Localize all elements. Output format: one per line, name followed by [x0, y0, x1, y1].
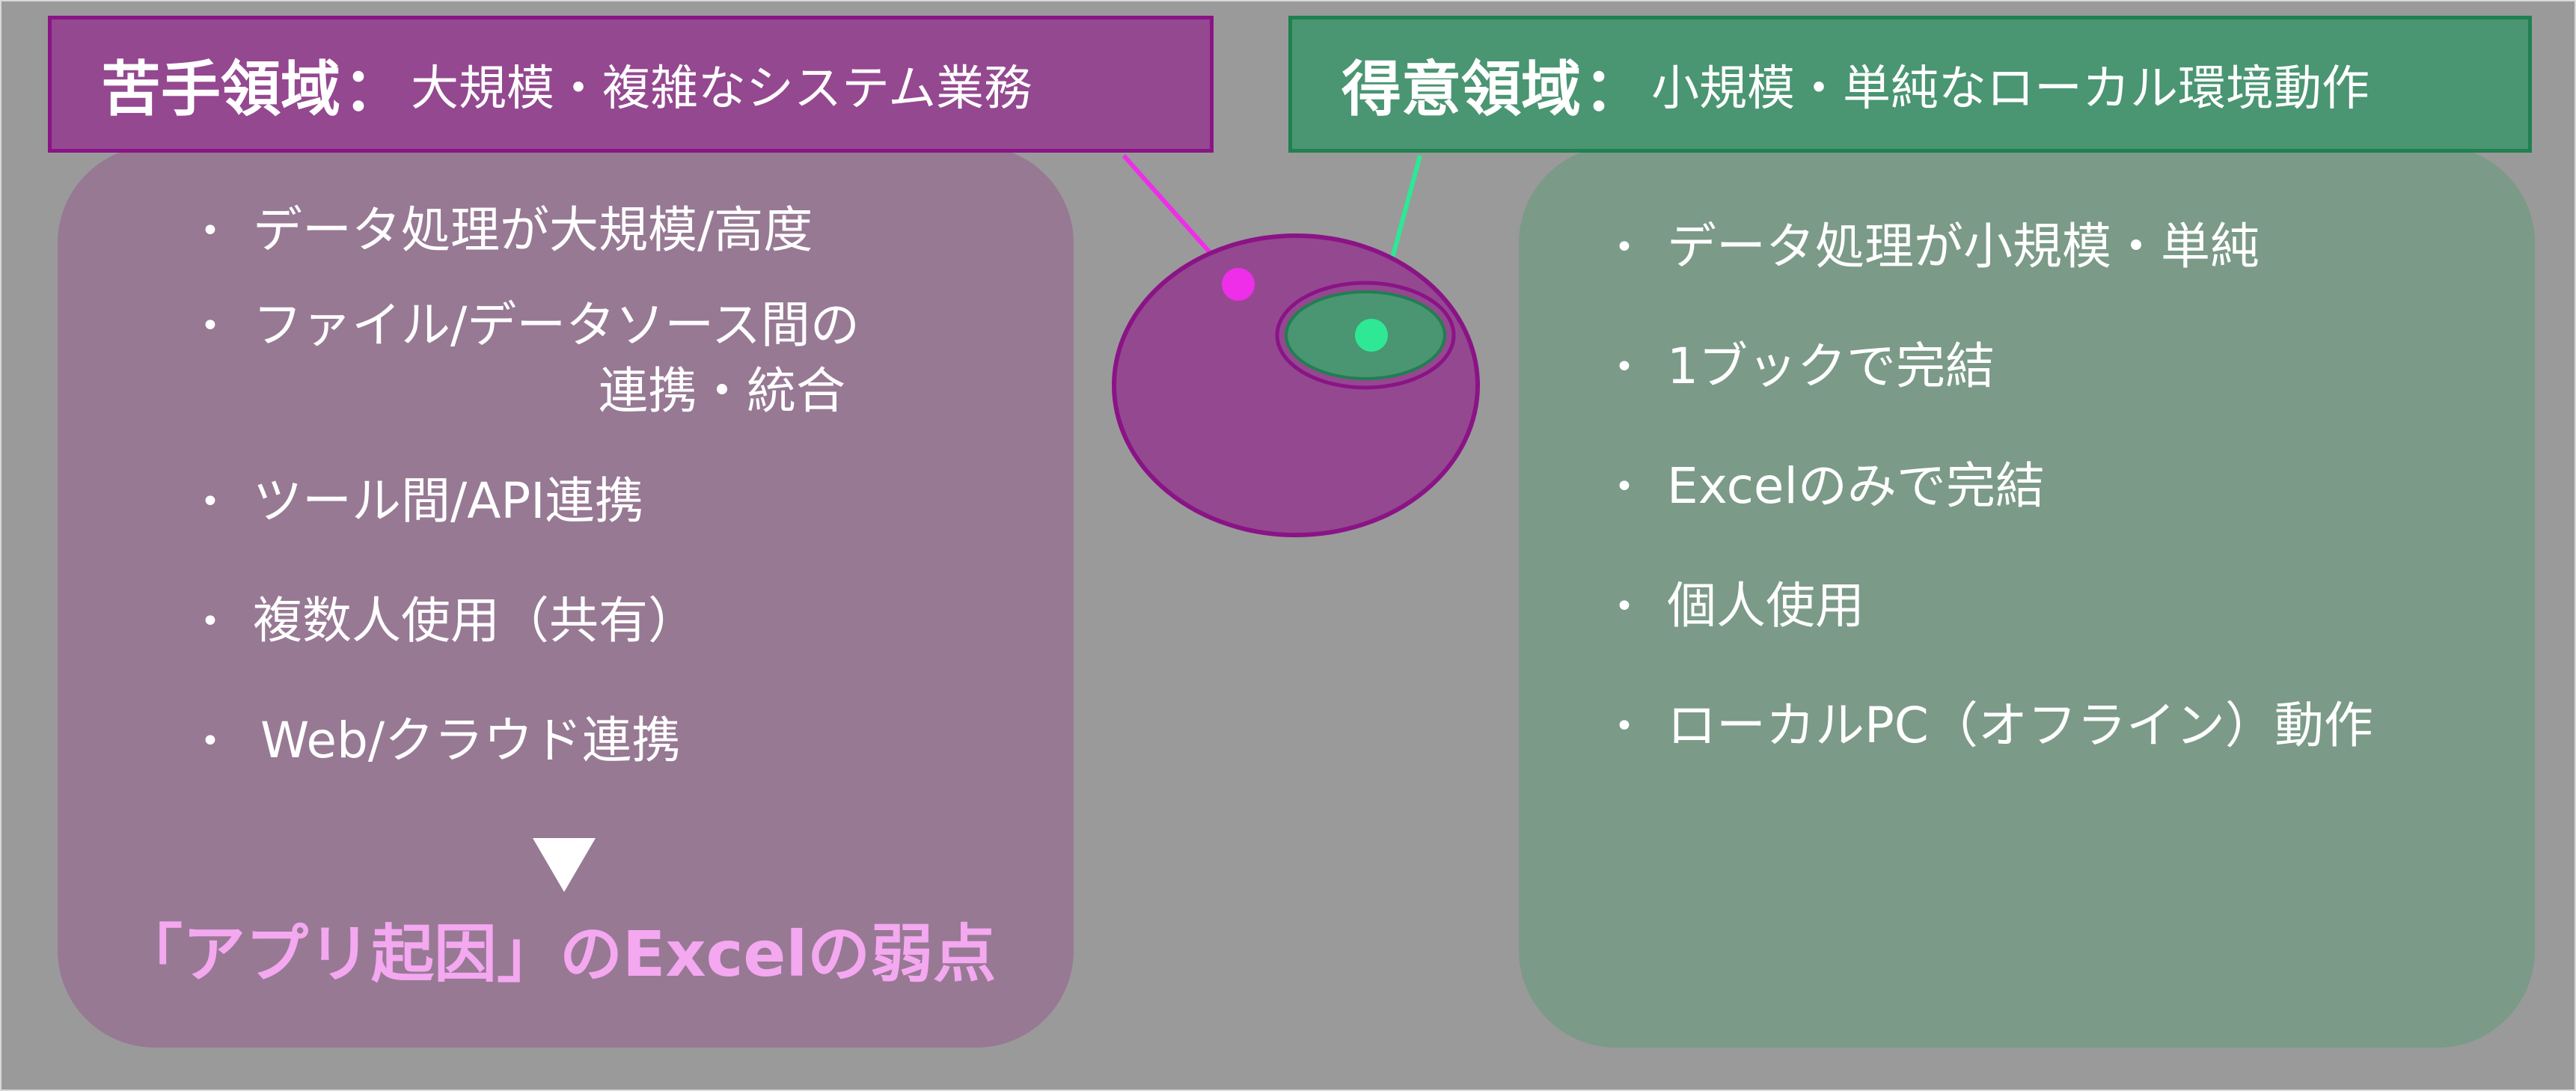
weak-area-conclusion: 「アプリ起因」のExcelの弱点	[120, 917, 997, 991]
large-scale-ellipse	[1112, 233, 1480, 537]
weak-item-2-continued: 連携・統合	[599, 362, 845, 420]
weak-item-2: ファイル/データソース間の	[253, 296, 860, 354]
weak-area-header: 苦手領域 ： 大規模・複雑なシステム業務	[48, 16, 1214, 153]
weak-item-5: Web/クラウド連携	[260, 712, 682, 769]
strong-area-colon: ：	[1584, 54, 1644, 124]
strong-item-5: ローカルPC（オフライン）動作	[1667, 697, 2373, 754]
weak-marker-dot	[1222, 268, 1255, 301]
bullet-icon: •	[1615, 468, 1634, 506]
bullet-icon: •	[1615, 587, 1634, 626]
bullet-icon: •	[201, 602, 220, 641]
strong-item-1: データ処理が小規模・単純	[1667, 218, 2260, 275]
strong-area-subtitle: 小規模・単純なローカル環境動作	[1651, 61, 2370, 117]
weak-item-3: ツール間/API連携	[253, 472, 644, 530]
strong-area-title: 得意領域	[1341, 54, 1581, 124]
weak-area-panel	[58, 146, 1074, 1048]
weak-area-title: 苦手領域	[101, 54, 340, 124]
bullet-icon: •	[1615, 707, 1634, 745]
bullet-icon: •	[201, 212, 220, 250]
weak-item-1: データ処理が大規模/高度	[253, 201, 813, 259]
strong-area-panel	[1519, 146, 2535, 1048]
bullet-icon: •	[201, 307, 220, 345]
strong-marker-dot	[1355, 319, 1388, 352]
bullet-icon: •	[201, 722, 220, 760]
bullet-icon: •	[1615, 348, 1634, 386]
weak-area-subtitle: 大規模・複雑なシステム業務	[411, 61, 1032, 117]
weak-item-4: 複数人使用（共有）	[253, 592, 697, 650]
bullet-icon: •	[1615, 228, 1634, 266]
strong-item-3: Excelのみで完結	[1667, 457, 2045, 515]
weak-area-colon: ：	[343, 54, 403, 124]
strong-area-header: 得意領域 ： 小規模・単純なローカル環境動作	[1288, 16, 2532, 153]
strong-item-2: 1ブックで完結	[1667, 337, 1995, 395]
bullet-icon: •	[201, 483, 220, 521]
strong-item-4: 個人使用	[1667, 577, 1864, 635]
down-arrow-icon	[533, 838, 596, 892]
